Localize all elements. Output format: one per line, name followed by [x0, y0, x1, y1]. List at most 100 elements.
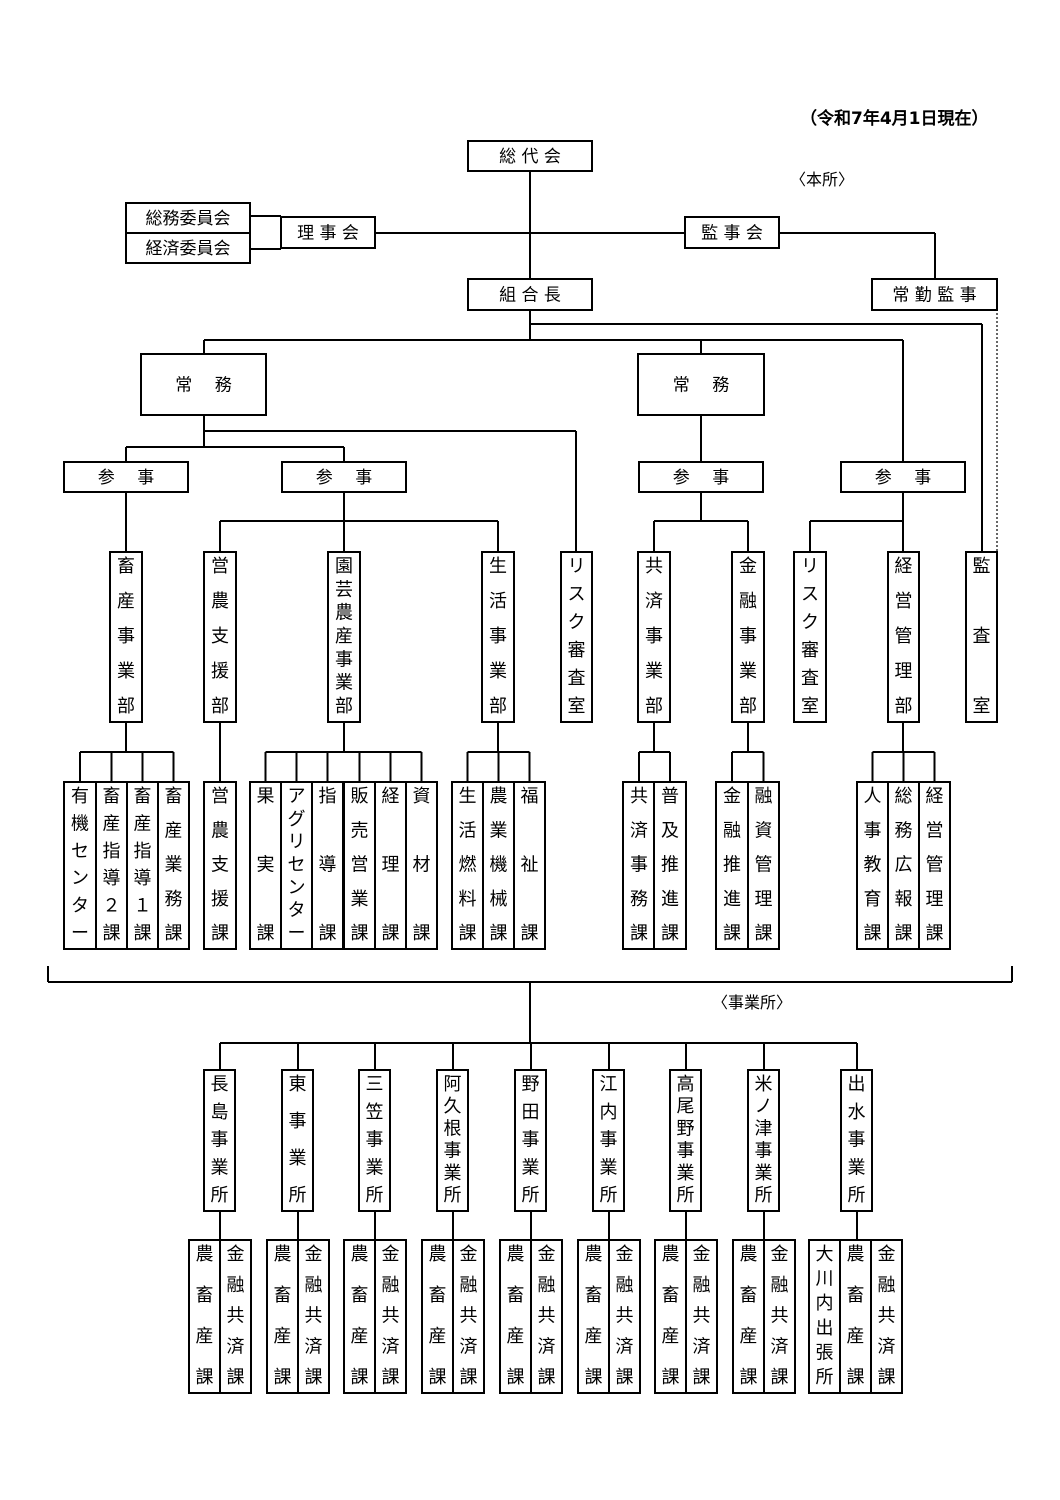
jomu-left: 常 務 [175, 376, 231, 396]
rijikai-box [280, 216, 376, 249]
section-10-box [405, 781, 438, 950]
section-5-box [249, 781, 282, 950]
section-15-box [653, 781, 687, 950]
sanji-1-box [63, 461, 189, 493]
dept-engei-box [327, 551, 361, 723]
dept-risk-1: リスク審査室 [568, 556, 586, 717]
dept-seikatsu-box [481, 551, 515, 723]
section-17-box [747, 781, 780, 950]
dept-kinyu-box [731, 551, 765, 723]
section-11: 生活燃料課 [459, 786, 477, 944]
section-3-box [157, 781, 190, 950]
dept-chikusan: 畜産事業部 [117, 556, 135, 717]
sanji-3-box [638, 461, 764, 493]
office-5-section-1: 農畜産課 [507, 1244, 525, 1388]
office-9-section-2: 農畜産課 [847, 1244, 865, 1388]
section-19-box [887, 781, 920, 950]
office-5-box [514, 1069, 547, 1212]
sanji-1: 参 事 [98, 468, 154, 488]
office-2-box [281, 1069, 314, 1212]
office-6: 江内事業所 [600, 1074, 618, 1206]
office-3-section-2-box [374, 1239, 407, 1394]
office-4: 阿久根事業所 [444, 1074, 462, 1206]
keizai-iinkai-box [125, 232, 251, 264]
dept-kyousai: 共済事業部 [645, 556, 663, 717]
office-9-section-2-box [839, 1239, 872, 1394]
chart-boxes [63, 140, 998, 1394]
office-1: 長島事業所 [211, 1074, 229, 1206]
office-3: 三笠事業所 [366, 1074, 384, 1206]
sanji-3: 参 事 [673, 468, 729, 488]
kanjikai: 監 事 会 [701, 224, 763, 244]
date-note: （令和7年4月1日現在） [800, 108, 989, 129]
office-1-section-2-box [219, 1239, 252, 1394]
honsho-label: 〈本所〉 [790, 170, 854, 189]
section-9-box [374, 781, 407, 950]
dept-kinyu: 金融事業部 [739, 556, 757, 717]
kumiaicho: 組 合 長 [499, 286, 561, 306]
office-4-section-2-box [452, 1239, 485, 1394]
office-3-section-2: 金融共済課 [382, 1244, 400, 1388]
section-4-box [203, 781, 237, 950]
office-3-section-1: 農畜産課 [351, 1244, 369, 1388]
section-12: 農業機械課 [490, 786, 508, 944]
office-2-section-2: 金融共済課 [305, 1244, 323, 1388]
dept-kansa: 監査室 [973, 556, 991, 717]
section-20: 経営管理課 [926, 786, 944, 944]
office-4-section-1: 農畜産課 [429, 1244, 447, 1388]
dept-seikatsu: 生活事業部 [489, 556, 507, 717]
office-6-box [592, 1069, 625, 1212]
section-15: 普及推進課 [661, 786, 679, 944]
joukin-kanji-box [871, 278, 998, 311]
section-2: 畜産指導１課 [134, 786, 152, 944]
office-9-section-3: 金融共済課 [878, 1244, 896, 1388]
office-6-section-1: 農畜産課 [585, 1244, 603, 1388]
section-0: 有機センター [71, 786, 89, 944]
office-1-section-1: 農畜産課 [196, 1244, 214, 1388]
sanji-4-box [840, 461, 966, 493]
office-8: 米ノ津事業所 [755, 1074, 773, 1206]
section-1-box [95, 781, 128, 950]
office-7-section-2: 金融共済課 [693, 1244, 711, 1388]
section-7: 指導課 [319, 786, 337, 944]
section-8-box [343, 781, 376, 950]
office-9-section-1: 大川内出張所 [816, 1244, 834, 1388]
office-8-box [747, 1069, 780, 1212]
office-6-section-2: 金融共済課 [616, 1244, 634, 1388]
section-10: 資材課 [413, 786, 431, 944]
somu-iinkai: 総務委員会 [146, 209, 231, 229]
office-1-box [203, 1069, 236, 1212]
office-8-section-2-box [763, 1239, 796, 1394]
sanji-2-box [281, 461, 407, 493]
joukin-kanji: 常 勤 監 事 [892, 286, 976, 306]
section-1: 畜産指導２課 [103, 786, 121, 944]
section-19: 総務広報課 [895, 786, 913, 944]
section-8: 販売営業課 [351, 786, 369, 944]
office-8-section-2: 金融共済課 [771, 1244, 789, 1388]
section-17: 融資管理課 [755, 786, 773, 944]
dept-risk-2: リスク審査室 [801, 556, 819, 717]
jomu-left-box [140, 353, 267, 416]
section-14-box [622, 781, 656, 950]
jomu-right: 常 務 [673, 376, 729, 396]
sanji-4: 参 事 [875, 468, 931, 488]
dept-keiei: 経営管理部 [895, 556, 913, 717]
keizai-iinkai: 経済委員会 [146, 239, 231, 259]
office-6-section-2-box [608, 1239, 641, 1394]
dept-einou-box [203, 551, 237, 723]
dept-keiei-box [887, 551, 920, 723]
office-9-section-3-box [870, 1239, 903, 1394]
office-4-section-2: 金融共済課 [460, 1244, 478, 1388]
section-13: 福祉課 [521, 786, 539, 944]
sanji-2: 参 事 [316, 468, 372, 488]
dept-kansa-box [965, 551, 998, 723]
connector-lines [47, 170, 1013, 1240]
section-6: アグリセンター [288, 786, 306, 944]
office-4-box [436, 1069, 469, 1212]
dept-chikusan-box [109, 551, 143, 723]
office-2: 東事業所 [289, 1074, 307, 1206]
office-2-section-2-box [297, 1239, 330, 1394]
section-6-box [280, 781, 313, 950]
dept-einou: 営農支援部 [211, 556, 229, 717]
